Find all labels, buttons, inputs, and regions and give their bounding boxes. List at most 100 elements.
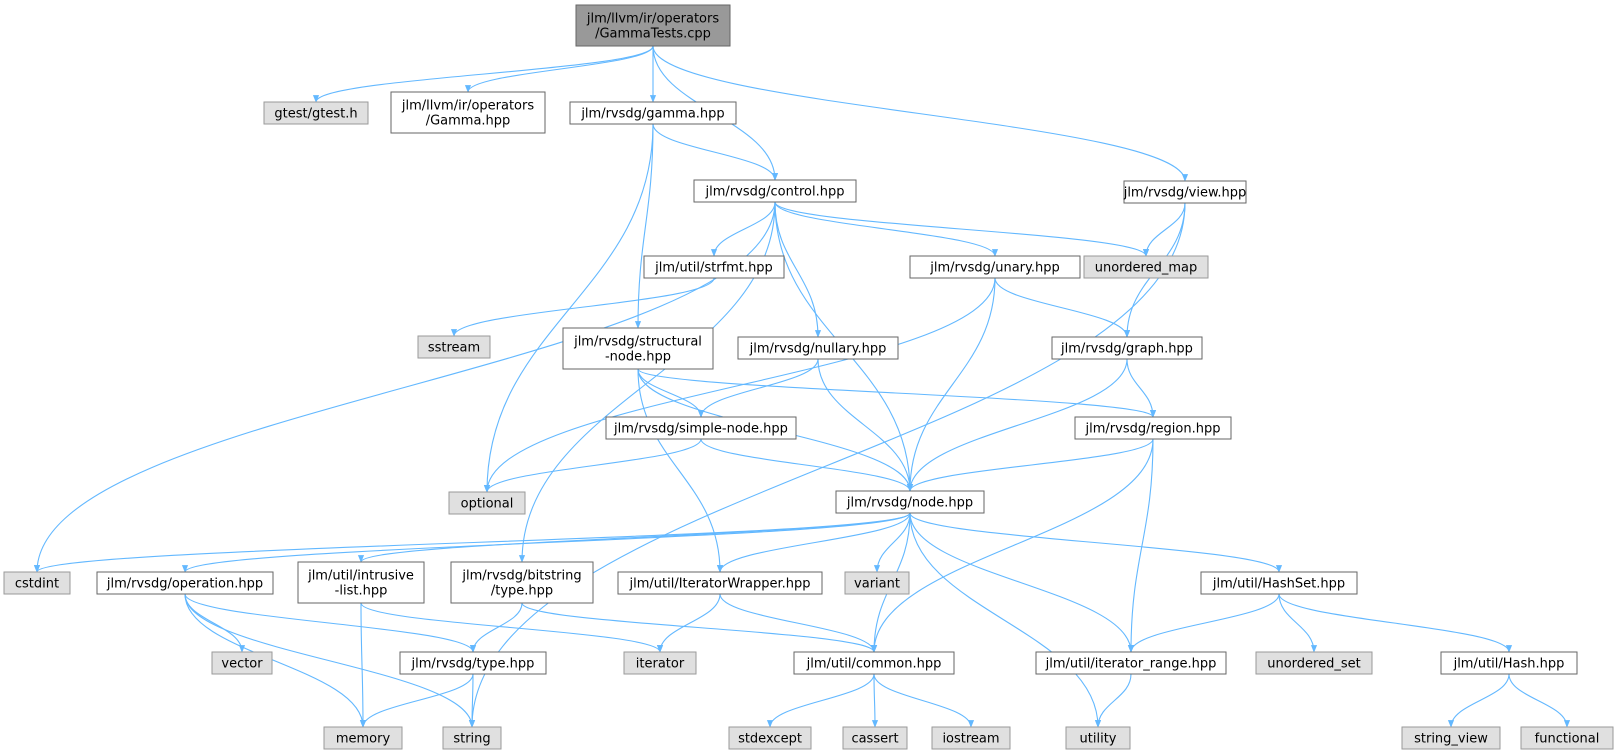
node-label: variant (854, 577, 900, 592)
edge-control-to-unary (774, 201, 999, 257)
edge-unary-to-node (906, 277, 996, 492)
node-label: jlm/rvsdg/control.hpp (705, 185, 845, 200)
edge-iterwrap-to-common (719, 593, 878, 653)
node-iterwrap[interactable]: jlm/util/IteratorWrapper.hpp (617, 571, 823, 595)
edge-bitstring-to-common (521, 602, 877, 653)
node-box (1083, 255, 1209, 279)
node-label: jlm/util/intrusive (307, 569, 414, 584)
edge-common-to-stdexcept (766, 673, 875, 728)
edge-hashset-to-unordered_set (1278, 593, 1318, 653)
node-label: jlm/rvsdg/gamma.hpp (580, 107, 724, 122)
node-box (211, 651, 273, 675)
node-gtest: gtest/gtest.h (263, 101, 369, 125)
edge-region-to-node (906, 438, 1154, 492)
edge-structural-to-simple (637, 368, 705, 418)
node-strfmt[interactable]: jlm/util/strfmt.hpp (643, 255, 785, 279)
node-gamma_op[interactable]: jlm/llvm/ir/operators/Gamma.hpp (390, 91, 546, 134)
node-label: functional (1535, 732, 1600, 747)
node-gammatests[interactable]: jlm/llvm/ir/operators/GammaTests.cpp (575, 4, 731, 47)
node-hash[interactable]: jlm/util/Hash.hpp (1440, 651, 1578, 675)
node-view[interactable]: jlm/rvsdg/view.hpp (1123, 180, 1247, 204)
node-label: jlm/util/common.hpp (806, 657, 942, 672)
edge-node-to-iterrange (909, 512, 1135, 653)
node-rvsdg_gamma[interactable]: jlm/rvsdg/gamma.hpp (569, 101, 737, 125)
node-label: cassert (851, 732, 898, 747)
node-label: string_view (1414, 732, 1488, 747)
node-operation[interactable]: jlm/rvsdg/operation.hpp (96, 571, 274, 595)
edge-view-to-unordered_map (1142, 202, 1186, 257)
node-box (728, 726, 812, 750)
node-box (399, 651, 547, 675)
node-box (693, 179, 857, 203)
node-variant: variant (844, 571, 910, 595)
edge-region-to-common (870, 438, 1154, 653)
edge-iterwrap-to-iterator (656, 593, 721, 653)
node-simple[interactable]: jlm/rvsdg/simple-node.hpp (605, 416, 797, 440)
node-type[interactable]: jlm/rvsdg/type.hpp (399, 651, 547, 675)
edge-control-to-strfmt (710, 201, 776, 257)
node-unordered_set: unordered_set (1255, 651, 1373, 675)
node-functional: functional (1520, 726, 1614, 750)
edge-node-to-utility (909, 512, 1102, 728)
node-label: /GammaTests.cpp (595, 27, 711, 42)
node-structural[interactable]: jlm/rvsdg/structural-node.hpp (562, 327, 714, 370)
node-box (562, 327, 714, 370)
node-stdexcept: stdexcept (728, 726, 812, 750)
edge-operation-to-memory (184, 593, 367, 728)
edge-layer (33, 45, 1571, 728)
node-control[interactable]: jlm/rvsdg/control.hpp (693, 179, 857, 203)
node-box (737, 336, 899, 360)
node-label: jlm/rvsdg/graph.hpp (1060, 342, 1193, 357)
node-label: jlm/rvsdg/operation.hpp (106, 577, 263, 592)
node-node[interactable]: jlm/rvsdg/node.hpp (835, 490, 985, 514)
node-intrusive[interactable]: jlm/util/intrusive-list.hpp (297, 561, 425, 604)
node-iostream: iostream (931, 726, 1011, 750)
node-label: cstdint (15, 577, 59, 592)
edge-rvsdg_gamma-to-structural (634, 123, 654, 329)
node-region[interactable]: jlm/rvsdg/region.hpp (1074, 416, 1232, 440)
node-label: memory (336, 732, 391, 747)
node-label: jlm/util/IteratorWrapper.hpp (629, 577, 811, 592)
edge-graph-to-node (906, 358, 1128, 492)
edge-gammatests-to-gtest (313, 45, 654, 103)
edge-node-to-iterwrap (716, 512, 911, 573)
edge-region-to-iterrange (1127, 438, 1154, 653)
node-label: optional (461, 497, 514, 512)
node-hashset[interactable]: jlm/util/HashSet.hpp (1200, 571, 1358, 595)
node-label: jlm/llvm/ir/operators (586, 12, 719, 27)
node-label: iostream (942, 732, 999, 747)
node-memory: memory (323, 726, 403, 750)
edge-intrusive-to-iterator (360, 602, 663, 653)
node-box (643, 255, 785, 279)
node-common[interactable]: jlm/util/common.hpp (793, 651, 955, 675)
edge-graph-to-region (1126, 358, 1157, 418)
node-label: utility (1080, 732, 1117, 747)
node-label: jlm/rvsdg/node.hpp (846, 496, 973, 511)
node-box (569, 101, 737, 125)
node-label: gtest/gtest.h (274, 107, 357, 122)
node-label: iterator (636, 657, 685, 672)
node-bitstring[interactable]: jlm/rvsdg/bitstring/type.hpp (450, 561, 594, 604)
node-label: jlm/rvsdg/type.hpp (411, 657, 535, 672)
node-label: jlm/util/strfmt.hpp (654, 261, 773, 276)
edge-nullary-to-node (817, 358, 914, 492)
node-unary[interactable]: jlm/rvsdg/unary.hpp (909, 255, 1081, 279)
node-sstream: sstream (417, 335, 491, 359)
node-nullary[interactable]: jlm/rvsdg/nullary.hpp (737, 336, 899, 360)
node-label: sstream (428, 341, 480, 356)
edge-operation-to-string (184, 593, 476, 728)
node-label: jlm/rvsdg/structural (573, 335, 702, 350)
node-string_view: string_view (1401, 726, 1501, 750)
node-graph[interactable]: jlm/rvsdg/graph.hpp (1051, 336, 1203, 360)
edge-operation-to-type (184, 593, 477, 653)
edge-common-to-iostream (873, 673, 975, 728)
node-box (1401, 726, 1501, 750)
node-box (575, 4, 731, 47)
node-box (323, 726, 403, 750)
edge-rvsdg_gamma-to-optional (483, 123, 654, 493)
node-label: /Gamma.hpp (426, 114, 511, 129)
edge-structural-to-region (637, 368, 1156, 418)
node-box (297, 561, 425, 604)
node-iterrange[interactable]: jlm/util/iterator_range.hpp (1035, 651, 1227, 675)
node-string: string (442, 726, 502, 750)
